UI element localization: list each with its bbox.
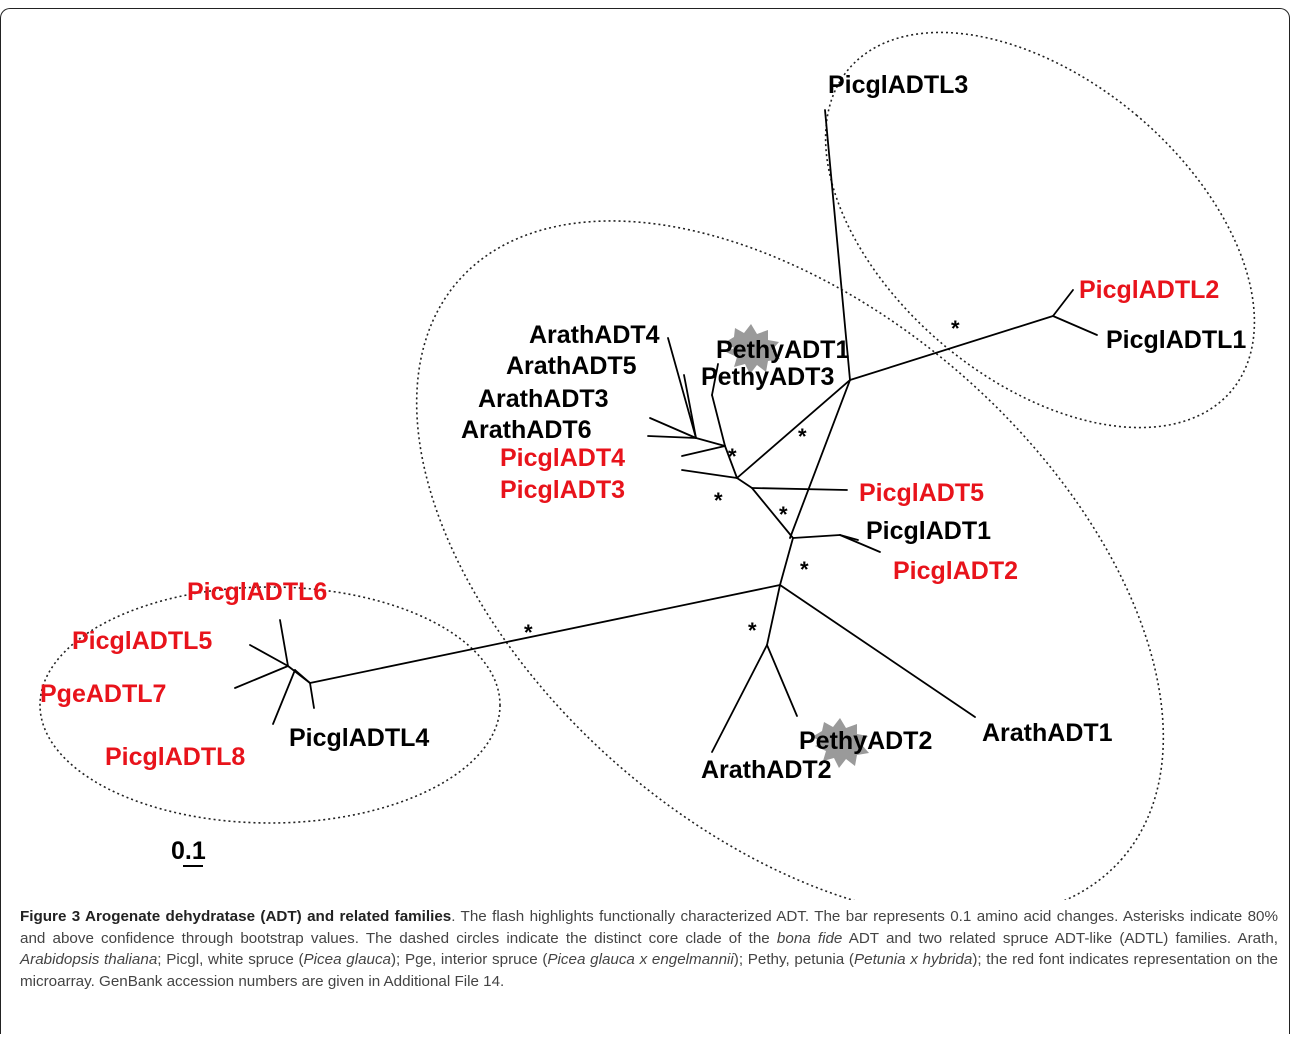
branch <box>695 437 726 447</box>
caption-italic: Petunia x hybrida <box>854 951 973 968</box>
leaf-label-picgl-adt4: PicglADT4 <box>500 444 625 472</box>
branch <box>824 109 851 381</box>
branch <box>736 379 851 479</box>
caption-italic: Picea glauca <box>303 951 391 968</box>
branch <box>681 445 726 457</box>
leaf-label-picgl-adt2: PicglADT2 <box>893 557 1018 585</box>
branch <box>683 374 697 439</box>
branch <box>849 315 1054 381</box>
leaf-label-picgl-adtl8: PicglADTL8 <box>105 743 245 771</box>
leaf-label-arath-adt5: ArathADT5 <box>506 352 637 380</box>
leaf-label-pethy-adt1: PethyADT1 <box>716 336 849 364</box>
branch <box>309 584 781 684</box>
branch <box>789 379 851 539</box>
leaf-label-picgl-adtl5: PicglADTL5 <box>72 627 212 655</box>
caption-text: ); the red font indicates representation… <box>20 951 1278 990</box>
leaf-label-picgl-adtl3: PicglADTL3 <box>828 71 968 99</box>
phylogenetic-tree: * * * * * * * * PicglADTL3 PicglADTL2 Pi… <box>39 31 1256 900</box>
bootstrap-asterisk: * <box>800 557 809 582</box>
caption-title: Figure 3 Arogenate dehydratase (ADT) and… <box>20 908 452 925</box>
caption-text: ADT and two related spruce ADT-like (ADT… <box>842 929 1278 947</box>
leaf-label-arath-adt2: ArathADT2 <box>701 756 832 784</box>
bootstrap-asterisk: * <box>951 316 960 341</box>
leaf-label-arath-adt1: ArathADT1 <box>982 719 1113 747</box>
leaf-label-picgl-adt1: PicglADT1 <box>866 517 991 545</box>
branch <box>766 644 798 717</box>
caption-text: ); Pethy, petunia ( <box>733 951 854 968</box>
bootstrap-asterisk: * <box>779 502 788 527</box>
bootstrap-asterisk: * <box>748 618 757 643</box>
caption-text: . The flash highlights functionally char… <box>20 908 1278 947</box>
leaf-label-picgl-adt5: PicglADT5 <box>859 479 984 507</box>
branch <box>779 584 976 718</box>
branch <box>711 363 719 396</box>
adtl-clade-1-ellipse <box>824 31 1256 429</box>
branch <box>681 469 738 479</box>
leaf-label-arath-adt3: ArathADT3 <box>478 385 609 413</box>
branch <box>249 644 289 667</box>
leaf-label-picgl-adtl4: PicglADTL4 <box>289 724 429 752</box>
branch <box>649 417 697 439</box>
leaf-label-pge-adtl7: PgeADTL7 <box>40 680 166 708</box>
leaf-label-arath-adt6: ArathADT6 <box>461 416 592 444</box>
branch <box>647 435 697 439</box>
caption-italic: Arabidopsis thaliana <box>20 951 158 968</box>
branch <box>711 394 726 447</box>
bootstrap-asterisk: * <box>524 620 533 645</box>
bootstrap-asterisk: * <box>798 424 807 449</box>
branch <box>711 644 768 753</box>
branch <box>1052 289 1074 317</box>
leaf-label-picgl-adt3: PicglADT3 <box>500 476 625 504</box>
branch <box>279 619 289 667</box>
branch <box>309 682 315 709</box>
figure-caption: Figure 3 Arogenate dehydratase (ADT) and… <box>20 906 1278 992</box>
caption-text: ); Pge, interior spruce ( <box>391 951 548 968</box>
branch <box>294 669 311 684</box>
leaf-label-pethy-adt2: PethyADT2 <box>799 727 932 755</box>
branch <box>736 477 753 489</box>
caption-text: ; Picgl, white spruce ( <box>157 951 304 968</box>
branch <box>234 665 289 689</box>
branch <box>792 534 841 539</box>
pethy-adt2-flash <box>812 718 869 768</box>
branch <box>779 537 794 586</box>
branch <box>667 337 697 439</box>
leaf-label-picgl-adtl6: PicglADTL6 <box>187 578 327 606</box>
leaf-label-arath-adt4: ArathADT4 <box>529 321 660 349</box>
leaf-label-pethy-adt3: PethyADT3 <box>701 363 834 391</box>
branch <box>839 534 881 553</box>
branch <box>751 487 848 491</box>
leaf-label-picgl-adtl1: PicglADTL1 <box>1106 326 1246 354</box>
branch <box>272 669 296 725</box>
pethy-adt1-flash <box>724 324 780 374</box>
caption-italic: bona fide <box>776 929 843 947</box>
bootstrap-asterisk: * <box>714 488 723 513</box>
branch <box>1052 315 1098 336</box>
branch <box>724 445 738 479</box>
branch <box>751 487 794 539</box>
caption-italic: Picea glauca x engelmannii <box>547 951 734 968</box>
bootstrap-asterisk: * <box>728 444 737 469</box>
figure-frame <box>0 8 1290 1034</box>
leaf-label-picgl-adtl2: PicglADTL2 <box>1079 276 1219 304</box>
scale-bar-label: 0.1 <box>171 837 206 865</box>
branch <box>766 584 781 646</box>
adtl-clade-2-ellipse <box>39 586 501 824</box>
